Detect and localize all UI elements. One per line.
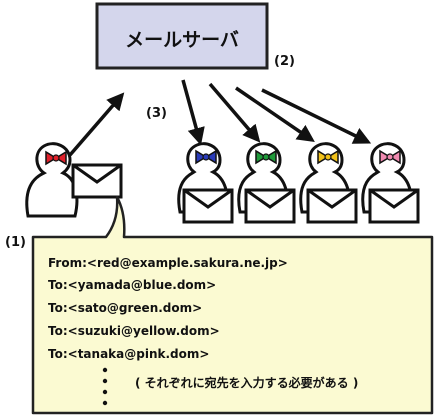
recipient-green xyxy=(237,142,296,224)
step-1-label: (1) xyxy=(5,235,26,250)
server-to-yellow-arrow xyxy=(235,86,315,142)
step-2-label: (2) xyxy=(274,54,295,69)
mail-server-node: メールサーバ xyxy=(95,2,269,70)
sender-body xyxy=(25,142,79,218)
to-line-3: To:<suzuki@yellow.dom> xyxy=(48,324,220,338)
to-line-1: To:<yamada@blue.dom> xyxy=(48,278,216,292)
recipient-pink xyxy=(361,142,420,224)
sender-envelope-icon xyxy=(71,163,123,199)
server-to-blue-arrow xyxy=(181,79,205,146)
note-text: ( それぞれに宛先を入力する必要がある ) xyxy=(135,375,358,390)
step-3-label: (3) xyxy=(146,106,167,121)
recipient-yellow xyxy=(299,142,358,224)
recipient-blue xyxy=(177,142,234,224)
message-callout: From:<red@example.sakura.ne.jp> To:<yama… xyxy=(31,195,434,415)
vertical-ellipsis-icon xyxy=(102,367,108,406)
sender-person xyxy=(25,142,79,218)
to-line-2: To:<sato@green.dom> xyxy=(48,301,202,315)
server-to-green-arrow xyxy=(208,82,261,143)
from-line: From:<red@example.sakura.ne.jp> xyxy=(48,256,288,270)
sender-to-server-arrow xyxy=(68,92,125,157)
server-to-pink-arrow xyxy=(261,88,372,144)
to-line-4: To:<tanaka@pink.dom> xyxy=(48,347,209,361)
mail-server-box xyxy=(95,2,269,70)
mail-server-label: メールサーバ xyxy=(125,29,239,51)
message-callout-box xyxy=(31,195,434,415)
